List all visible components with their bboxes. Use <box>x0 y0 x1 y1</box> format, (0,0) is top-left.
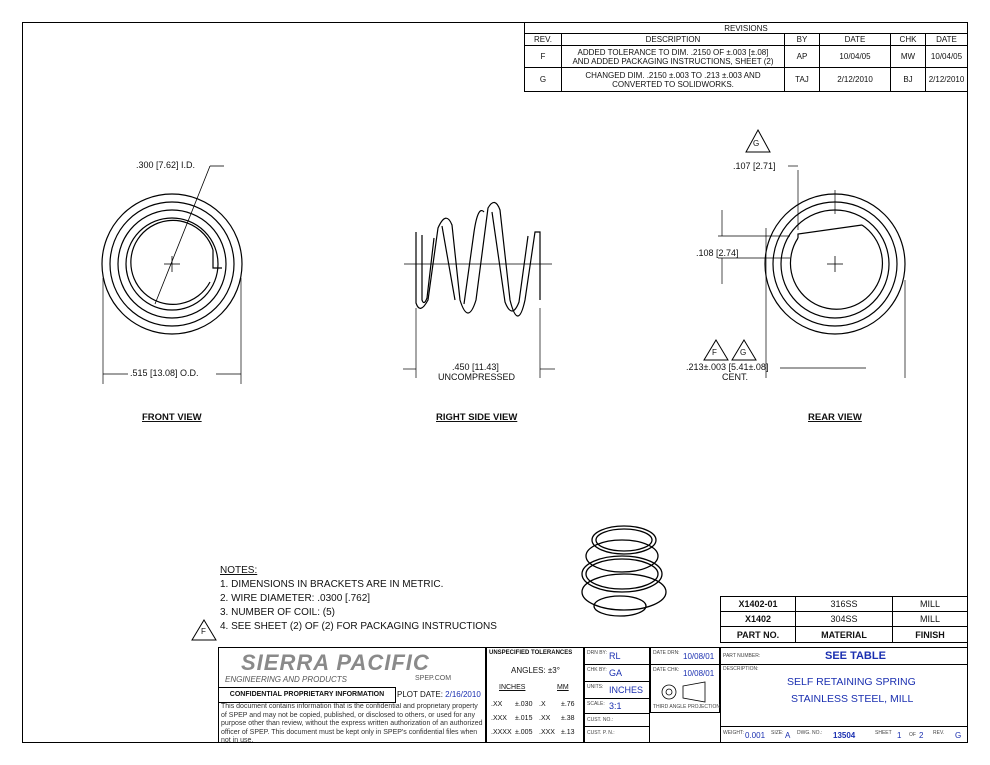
sheet-number: 1 <box>897 731 902 740</box>
confidential-text: This document contains information that … <box>221 703 483 743</box>
front-view-label: FRONT VIEW <box>142 412 202 423</box>
parts-header-row: PART NO. MATERIAL FINISH <box>720 626 968 643</box>
units-value: INCHES <box>609 685 644 695</box>
tolerance-rows: .XX±.030.X±.76 .XXX±.015.XX±.38 .XXXX±.0… <box>491 701 575 736</box>
parts-row: X1402 304SS MILL <box>720 611 968 627</box>
note-item: 1. DIMENSIONS IN BRACKETS ARE IN METRIC. <box>220 579 444 590</box>
rear-bottom-dimension: .213±.003 [5.41±.08] <box>686 362 769 372</box>
parts-table: X1402-01 316SS MILL X1402 304SS MILL PAR… <box>720 596 968 643</box>
plot-date-value: 2/16/2010 <box>445 690 481 699</box>
revisions-table: REVISIONS REV. DESCRIPTION BY DATE CHK D… <box>524 22 968 92</box>
cust-pn-label: CUST. P. N.: <box>587 730 615 736</box>
front-od-dimension: .515 [13.08] O.D. <box>130 368 199 378</box>
notes-block: NOTES: 1. DIMENSIONS IN BRACKETS ARE IN … <box>220 564 497 634</box>
rev-f-tag: F <box>712 348 717 357</box>
note-flag-triangle <box>191 619 217 641</box>
revision-row: G CHANGED DIM. .2150 ±.003 TO .213 ±.003… <box>524 67 968 92</box>
mm-header: MM <box>557 684 569 691</box>
material-header: MATERIAL <box>795 626 893 643</box>
company-website: SPEP.COM <box>415 675 452 682</box>
projection-symbol <box>661 681 706 703</box>
drawn-by-block: DRN BY:RL CHK BY:GA UNITS:INCHES SCALE:3… <box>584 647 650 743</box>
finish-cell: MILL <box>892 596 968 612</box>
cust-no-label: CUST. NO.: <box>587 717 614 723</box>
rear-view-spring <box>703 128 906 378</box>
by-cell: TAJ <box>784 67 820 92</box>
description-line-2: STAINLESS STEEL, MILL <box>791 693 914 705</box>
plot-date-label: PLOT DATE: <box>397 690 443 699</box>
rear-top-dimension: .107 [2.71] <box>733 161 776 171</box>
notes-title: NOTES: <box>220 565 258 576</box>
chk-cell: BJ <box>890 67 926 92</box>
side-length-note: UNCOMPRESSED <box>438 372 516 382</box>
tolerances-title: UNSPECIFIED TOLERANCES <box>489 650 573 656</box>
rear-mid-dimension: .108 [2.74] <box>696 248 739 258</box>
company-block: SIERRA PACIFIC ENGINEERING AND PRODUCTS … <box>218 647 486 743</box>
description-line-1: SELF RETAINING SPRING <box>787 676 916 688</box>
isometric-spring <box>581 525 667 617</box>
scale-value: 3:1 <box>609 701 622 711</box>
material-cell: 316SS <box>795 596 893 612</box>
desc-line: CHANGED DIM. .2150 ±.003 TO .213 ±.003 A… <box>585 70 761 80</box>
desc-line: AND ADDED PACKAGING INSTRUCTIONS, SHEET … <box>572 56 774 66</box>
size-value: A <box>785 731 791 740</box>
date2-cell: 10/04/05 <box>925 45 968 68</box>
note-item: 3. NUMBER OF COIL: (5) <box>220 607 336 618</box>
confidential-label: CONFIDENTIAL PROPRIETARY INFORMATION <box>219 687 396 703</box>
note-flag-label: F <box>201 627 206 636</box>
rev-g-tag: G <box>753 139 760 148</box>
inches-header: INCHES <box>499 684 526 691</box>
rear-view-label: REAR VIEW <box>808 412 862 423</box>
desc-line: CONVERTED TO SOLIDWORKS. <box>612 79 734 89</box>
date2-cell: 2/12/2010 <box>925 67 968 92</box>
company-subtitle: ENGINEERING AND PRODUCTS <box>225 675 347 684</box>
checked-by: GA <box>609 668 623 678</box>
rev-g-tag: G <box>740 348 747 357</box>
date-checked: 10/08/01 <box>683 669 715 678</box>
part-no-header: PART NO. <box>720 626 796 643</box>
rev-cell: G <box>524 67 562 92</box>
side-view-label: RIGHT SIDE VIEW <box>436 412 518 423</box>
part-no-cell: X1402 <box>720 611 796 627</box>
side-length-dimension: .450 [11.43] <box>452 362 499 372</box>
revision-value: G <box>955 731 962 740</box>
desc-line: ADDED TOLERANCE TO DIM. .2150 OF ±.003 [… <box>577 47 769 57</box>
projection-label: THIRD ANGLE PROJECTION <box>653 704 720 710</box>
plot-date: PLOT DATE: 2/16/2010 <box>397 688 481 701</box>
weight-value: 0.001 <box>745 731 766 740</box>
finish-header: FINISH <box>892 626 968 643</box>
material-cell: 304SS <box>795 611 893 627</box>
company-name: SIERRA PACIFIC <box>241 650 430 675</box>
date-cell: 2/12/2010 <box>819 67 891 92</box>
tolerances-block: UNSPECIFIED TOLERANCES ANGLES: ±3° INCHE… <box>486 647 584 743</box>
description-label: DESCRIPTION: <box>723 666 759 672</box>
parts-row: X1402-01 316SS MILL <box>720 596 968 612</box>
drawing-number: 13504 <box>833 731 856 740</box>
angles-tolerance: ANGLES: ±3° <box>511 666 560 675</box>
finish-cell: MILL <box>892 611 968 627</box>
part-no-cell: X1402-01 <box>720 596 796 612</box>
part-number: SEE TABLE <box>825 650 886 662</box>
date-drawn: 10/08/01 <box>683 652 715 661</box>
side-view-spring <box>403 201 555 378</box>
rear-bottom-note: CENT. <box>722 372 749 382</box>
part-info-block: PART NUMBER: SEE TABLE DESCRIPTION: SELF… <box>720 647 968 743</box>
sheet-total: 2 <box>919 731 924 740</box>
title-block-bottom-row: WEIGHT: 0.001 SIZE: A DWG. NO.: 13504 SH… <box>721 726 967 744</box>
note-item: 4. SEE SHEET (2) OF (2) FOR PACKAGING IN… <box>220 621 497 632</box>
drawn-by: RL <box>609 651 621 661</box>
dates-block: DATE DRN:10/08/01 DATE CHK:10/08/01 THIR… <box>650 647 720 713</box>
note-item: 2. WIRE DIAMETER: .0300 [.762] <box>220 593 371 604</box>
front-view-spring <box>101 165 243 384</box>
front-id-dimension: .300 [7.62] I.D. <box>136 160 196 170</box>
